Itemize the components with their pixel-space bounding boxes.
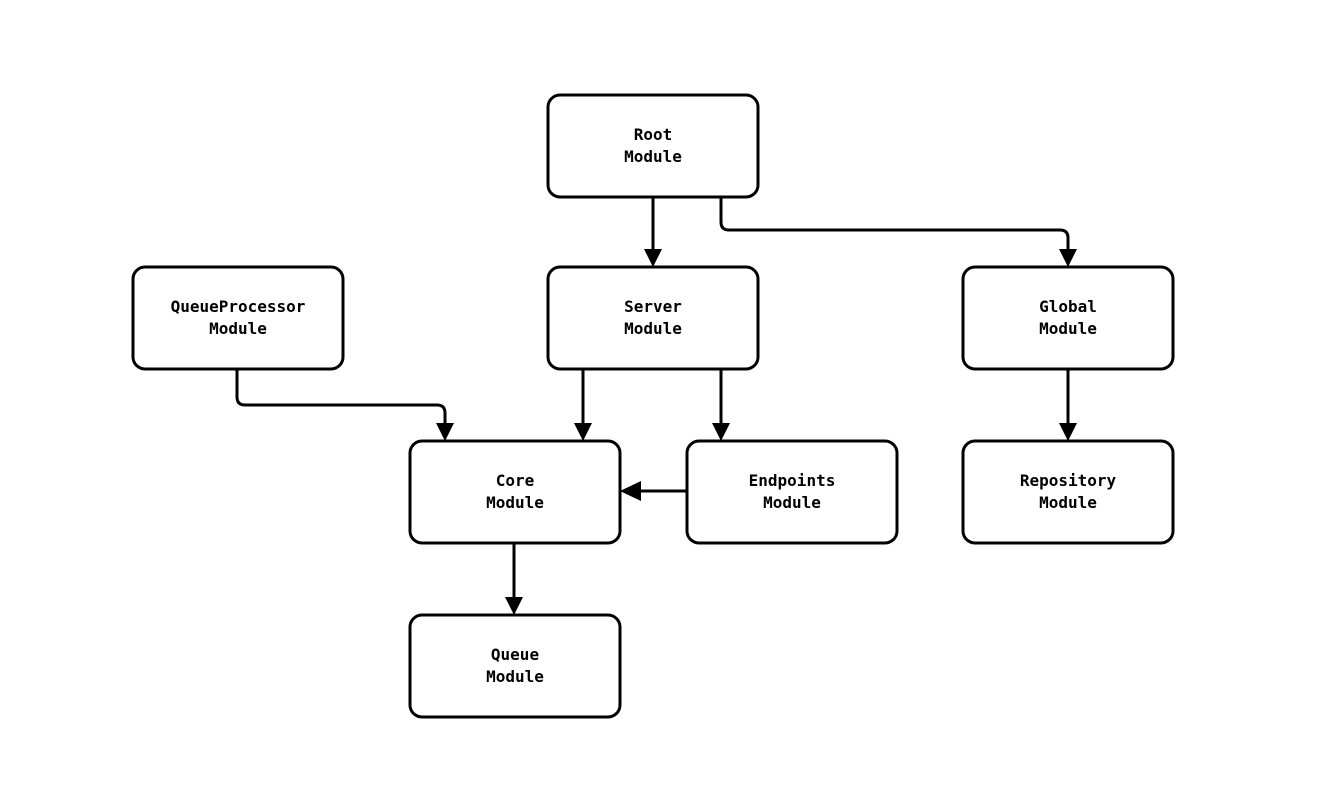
arrowhead-icon (505, 597, 523, 615)
core-module-box[interactable] (408, 439, 622, 545)
global-module-box[interactable] (961, 265, 1175, 371)
root-module-box[interactable] (546, 93, 760, 199)
server-module-box[interactable] (546, 265, 760, 371)
repository-module-label-line1: Repository (1020, 471, 1117, 490)
repository-module-box[interactable] (961, 439, 1175, 545)
arrowhead-icon (436, 423, 454, 441)
queue-module-label-line1: Queue (491, 645, 539, 664)
core-module-label-line1: Core (496, 471, 535, 490)
edge-endpoints-to-core (620, 481, 687, 501)
repository-module-label-line2: Module (1039, 493, 1097, 512)
edge-core-to-queue (505, 543, 523, 615)
server-module-label-line1: Server (624, 297, 682, 316)
edges-layer (235, 197, 1077, 615)
root-module-label-line1: Root (634, 125, 673, 144)
edge-root-to-global-line (719, 197, 1070, 252)
global-module-label-line1: Global (1039, 297, 1097, 316)
edge-server-to-endpoints (712, 369, 730, 441)
edge-queueprocessor-to-core-line (235, 369, 447, 426)
edge-root-to-server (644, 197, 662, 267)
queueprocessor-module-box[interactable] (131, 265, 345, 371)
queue-module-box[interactable] (408, 613, 622, 719)
arrowhead-icon (574, 423, 592, 441)
arrowhead-icon (620, 481, 641, 501)
arrowhead-icon (644, 249, 662, 267)
queueprocessor-module-label-line1: QueueProcessor (171, 297, 306, 316)
queue-module-label-line2: Module (486, 667, 544, 686)
endpoints-module-label-line2: Module (763, 493, 821, 512)
queueprocessor-module-label-line2: Module (209, 319, 267, 338)
core-module-label-line2: Module (486, 493, 544, 512)
endpoints-module-box[interactable] (685, 439, 899, 545)
endpoints-module-label-line1: Endpoints (749, 471, 836, 490)
global-module-label-line2: Module (1039, 319, 1097, 338)
arrowhead-icon (712, 423, 730, 441)
root-module-label-line2: Module (624, 147, 682, 166)
edge-server-to-core (574, 369, 592, 441)
edge-root-to-global (719, 197, 1077, 267)
server-module-label-line2: Module (624, 319, 682, 338)
arrowhead-icon (1059, 423, 1077, 441)
edge-global-to-repository (1059, 369, 1077, 441)
arrowhead-icon (1059, 249, 1077, 267)
edge-queueprocessor-to-core (235, 369, 454, 441)
